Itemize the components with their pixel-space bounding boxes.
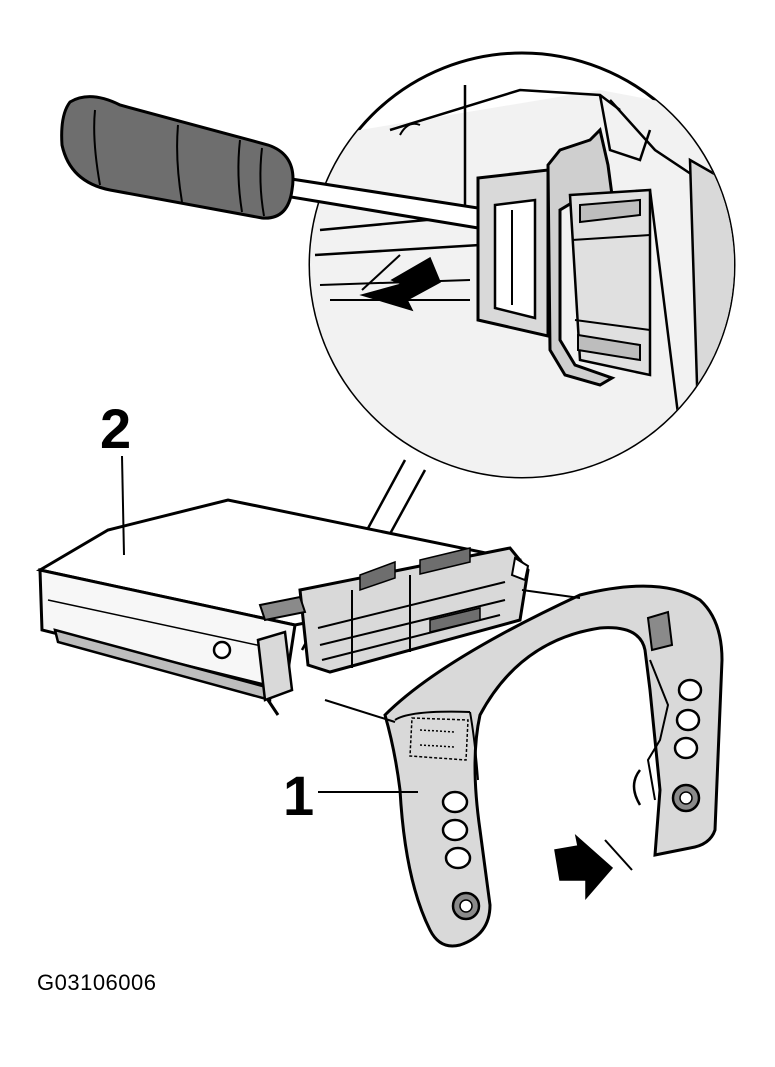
callout-1: 1	[283, 764, 418, 827]
bracket-part-1	[324, 584, 724, 948]
detail-magnifier-circle	[308, 51, 736, 479]
callout-label-1: 1	[283, 764, 314, 827]
callout-label-2: 2	[100, 397, 131, 460]
callout-2: 2	[100, 397, 131, 556]
control-unit-part-2	[35, 498, 530, 716]
arrow-left-icon	[359, 254, 441, 312]
figure-caption: G03106006	[37, 970, 157, 995]
arrow-right-icon	[554, 833, 633, 901]
screwdriver-icon	[60, 95, 480, 230]
